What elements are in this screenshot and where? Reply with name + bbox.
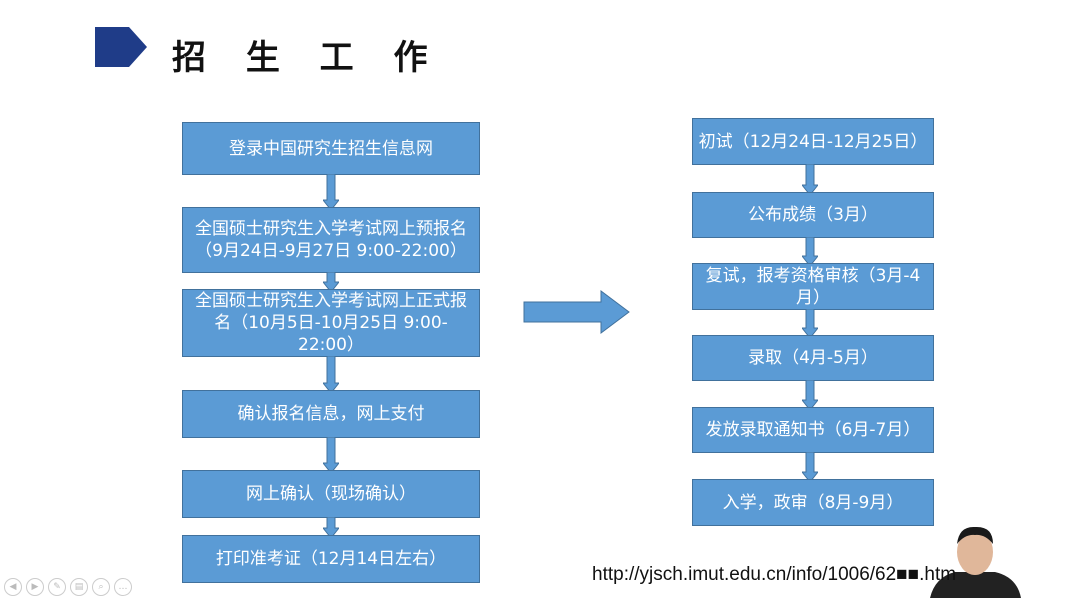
down-arrow-icon bbox=[323, 174, 339, 210]
down-arrow-icon bbox=[323, 517, 339, 538]
right-step-box: 发放录取通知书（6月-7月） bbox=[692, 407, 934, 453]
left-step-box: 全国硕士研究生入学考试网上正式报名（10月5日-10月25日 9:00-22:0… bbox=[182, 289, 480, 357]
more-icon[interactable]: … bbox=[114, 578, 132, 596]
source-url: http://yjsch.imut.edu.cn/info/1006/62■■.… bbox=[592, 564, 957, 585]
page-title: 招 生 工 作 bbox=[172, 38, 442, 78]
left-step-box: 确认报名信息，网上支付 bbox=[182, 390, 480, 438]
down-arrow-icon bbox=[802, 452, 818, 482]
prev-icon[interactable]: ◀ bbox=[4, 578, 22, 596]
down-arrow-icon bbox=[323, 356, 339, 393]
left-step-box: 打印准考证（12月14日左右） bbox=[182, 535, 480, 583]
title-marker-icon bbox=[95, 27, 147, 67]
down-arrow-icon bbox=[802, 309, 818, 338]
down-arrow-icon bbox=[323, 272, 339, 292]
down-arrow-icon bbox=[802, 380, 818, 410]
left-step-box: 全国硕士研究生入学考试网上预报名（9月24日-9月27日 9:00-22:00） bbox=[182, 207, 480, 273]
presenter-video bbox=[930, 526, 1021, 598]
slideshow-controls: ◀ ▶ ✎ ▤ ⌕ … bbox=[4, 578, 132, 596]
right-step-box: 初试（12月24日-12月25日） bbox=[692, 118, 934, 165]
down-arrow-icon bbox=[802, 237, 818, 266]
right-step-box: 公布成绩（3月） bbox=[692, 192, 934, 238]
right-step-box: 复试，报考资格审核（3月-4月） bbox=[692, 263, 934, 310]
big-right-arrow bbox=[523, 290, 630, 334]
zoom-icon[interactable]: ⌕ bbox=[92, 578, 110, 596]
right-step-box: 入学，政审（8月-9月） bbox=[692, 479, 934, 526]
down-arrow-icon bbox=[802, 164, 818, 195]
pen-icon[interactable]: ✎ bbox=[48, 578, 66, 596]
down-arrow-icon bbox=[323, 437, 339, 473]
left-step-box: 登录中国研究生招生信息网 bbox=[182, 122, 480, 175]
right-step-box: 录取（4月-5月） bbox=[692, 335, 934, 381]
slides-icon[interactable]: ▤ bbox=[70, 578, 88, 596]
next-icon[interactable]: ▶ bbox=[26, 578, 44, 596]
left-step-box: 网上确认（现场确认） bbox=[182, 470, 480, 518]
